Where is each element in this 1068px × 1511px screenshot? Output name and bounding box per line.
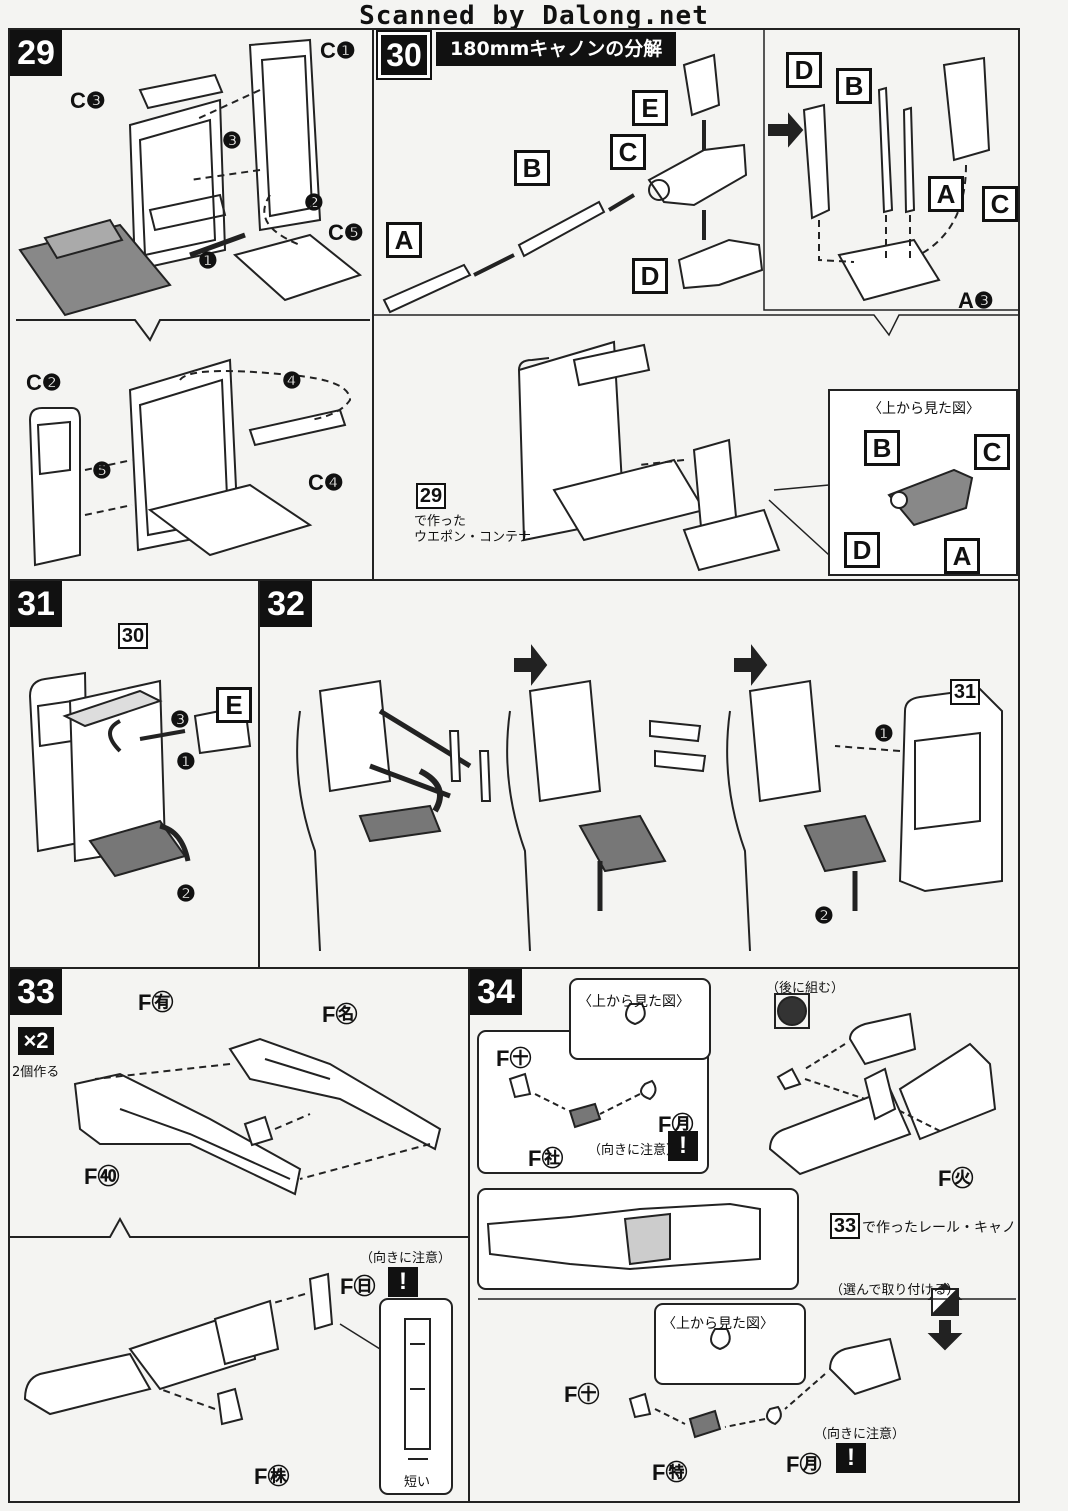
step-31-illustration (28, 671, 252, 878)
step-30-illustration (374, 30, 1018, 576)
step-29-illustration (16, 38, 370, 567)
scan-watermark: Scanned by Dalong.net (359, 1, 709, 31)
part-label-f34: F㊓ (528, 1146, 564, 1171)
step-34-number: 34 (470, 969, 522, 1015)
step-34-illustration (477, 978, 1016, 1439)
part-label-f33: F㊋ (938, 1166, 974, 1191)
part-label-f38: F㊑ (254, 1464, 290, 1489)
step-32-panel: 32 (258, 579, 1020, 969)
order-marker-1: ❶ (198, 248, 218, 273)
top-view-tag-b: B (864, 430, 900, 466)
part-label-c3: C❸ (70, 88, 106, 113)
part-tag-e: E (216, 687, 252, 723)
part-label-c4: C❹ (308, 470, 344, 495)
part-tag-e: E (632, 90, 668, 126)
part-tag-b: B (514, 150, 550, 186)
step-29-number: 29 (10, 30, 62, 76)
step-33-illustration (10, 1037, 468, 1495)
top-view-tag-a: A (944, 538, 980, 574)
order-marker-5: ❺ (92, 458, 112, 483)
part-tag-d: D (632, 258, 668, 294)
short-note: 短い (404, 1475, 431, 1490)
part-label-c2: C❷ (26, 370, 62, 395)
part-label-c1: C❶ (320, 38, 356, 63)
orientation-note: （向きに注意） (360, 1251, 452, 1266)
order-marker-4: ❹ (282, 368, 302, 393)
top-view-note-lower: 〈上から見た図〉 (662, 1316, 774, 1332)
step-33-number: 33 (10, 969, 62, 1015)
ref-text-line2: ウエポン・コンテナ (414, 530, 532, 545)
ref-text: で作ったレール・キャノン (862, 1220, 1020, 1236)
warning-icon-lower: ! (836, 1443, 866, 1473)
top-view-note: 〈上から見た図〉 (868, 401, 980, 417)
step-32-number: 32 (260, 581, 312, 627)
part-label-f29-upper: F㊉ (496, 1046, 532, 1071)
ref-step-33-box: 33 (830, 1213, 860, 1239)
select-note: （選んで取り付ける） (830, 1283, 960, 1298)
ref-step-30-box: 30 (118, 623, 148, 649)
part-tag-c-right: C (982, 186, 1018, 222)
top-view-tag-d: D (844, 532, 880, 568)
ref-step-31-box: 31 (950, 679, 980, 705)
part-label-f37: F㊐ (340, 1274, 376, 1299)
part-tag-c: C (610, 134, 646, 170)
warning-icon: ! (388, 1267, 418, 1297)
part-tag-b-right: B (836, 68, 872, 104)
part-label-f29-lower: F㊉ (564, 1382, 600, 1407)
orientation-note-upper: （向きに注意） (588, 1143, 680, 1158)
ref-text-line1: で作った (414, 514, 467, 529)
part-tag-a: A (386, 222, 422, 258)
step-29-panel: 29 (8, 28, 374, 581)
part-label-f30-lower: F㊊ (786, 1452, 822, 1477)
step-30-number: 30 (378, 32, 430, 78)
order-marker-1: ❶ (874, 721, 894, 746)
multiplier-note: 2個作る (12, 1065, 60, 1080)
step-31-panel: 31 30 E ❶ ❷ ❸ (8, 579, 260, 969)
part-label-a3: A❸ (958, 288, 994, 313)
orientation-note-lower: （向きに注意） (814, 1427, 906, 1442)
later-note: （後に組む） (766, 981, 845, 996)
part-tag-a-right: A (928, 176, 964, 212)
part-label-f35: F㊕ (652, 1460, 688, 1485)
ref-step-29-box: 29 (416, 483, 446, 509)
order-marker-3: ❸ (222, 128, 242, 153)
part-label-f39: F㊔ (322, 1002, 358, 1027)
top-view-tag-c: C (974, 434, 1010, 470)
step-30-title: 180mmキャノンの分解 (436, 32, 677, 66)
order-marker-1: ❶ (176, 749, 196, 774)
step-30-panel: 30 180mmキャノンの分解 (372, 28, 1020, 581)
top-view-note-upper: 〈上から見た図〉 (578, 994, 690, 1010)
part-label-f32: F㊒ (138, 990, 174, 1015)
order-marker-3: ❸ (170, 707, 190, 732)
part-label-c5: C❺ (328, 220, 364, 245)
order-marker-2: ❷ (814, 903, 834, 928)
part-label-f40: F㊵ (84, 1164, 120, 1189)
multiplier-badge: ×2 (18, 1027, 54, 1055)
part-tag-d-right: D (786, 52, 822, 88)
step-31-number: 31 (10, 581, 62, 627)
step-34-panel: 34 (468, 967, 1020, 1503)
order-marker-2: ❷ (176, 881, 196, 906)
step-33-panel: 33 ×2 2個作る (8, 967, 470, 1503)
step-32-illustration (296, 644, 1003, 952)
warning-icon-upper: ! (668, 1131, 698, 1161)
order-marker-2: ❷ (304, 190, 324, 215)
